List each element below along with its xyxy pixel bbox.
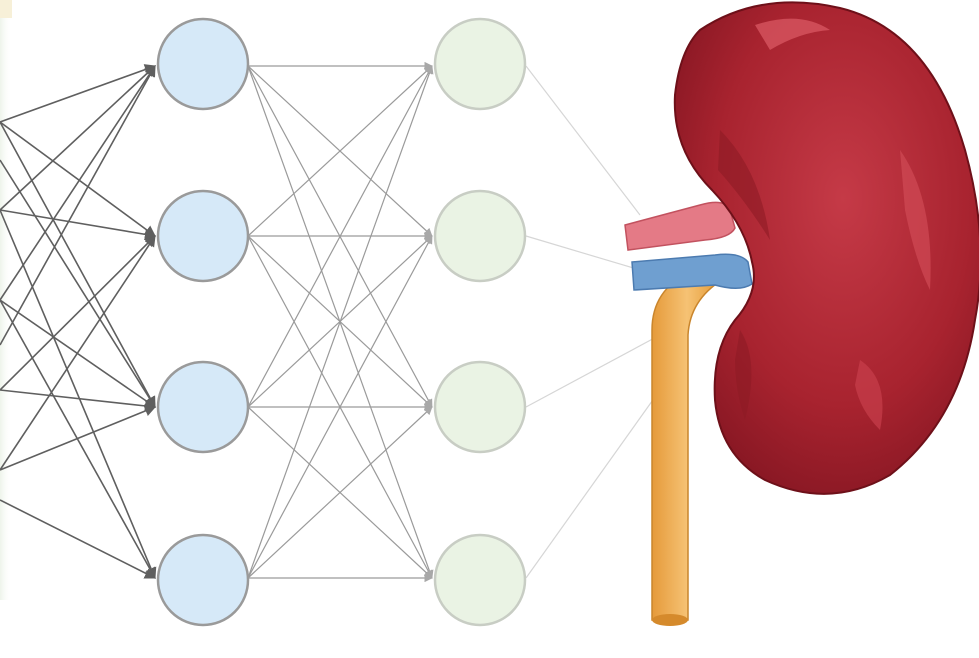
edge: [0, 236, 155, 390]
edge: [0, 407, 155, 470]
ureter-end: [652, 614, 688, 626]
edge: [0, 210, 155, 236]
edge: [0, 66, 155, 210]
vein: [632, 254, 752, 290]
kidney-icon: [625, 2, 979, 626]
output-edges: [526, 66, 660, 578]
hidden-layer: [158, 19, 248, 625]
edge: [0, 66, 155, 122]
output-node: [435, 19, 525, 109]
edge: [0, 160, 155, 407]
hidden-node: [158, 362, 248, 452]
hidden-node: [158, 535, 248, 625]
kidney-body: [675, 2, 979, 493]
output-node: [435, 362, 525, 452]
edge: [526, 390, 660, 578]
edge: [526, 66, 640, 215]
ureter: [652, 262, 722, 620]
output-node: [435, 535, 525, 625]
hidden-node: [158, 191, 248, 281]
edge: [526, 335, 660, 407]
output-layer: [435, 19, 525, 625]
hidden-node: [158, 19, 248, 109]
left-edge-strip: [0, 0, 12, 600]
left-edge-tab: [0, 0, 12, 18]
input-edges: [0, 66, 155, 578]
edge: [0, 66, 155, 345]
artery: [625, 202, 735, 250]
edge: [526, 236, 640, 270]
output-node: [435, 191, 525, 281]
hidden-edges: [248, 66, 432, 578]
edge: [0, 500, 155, 578]
edge: [0, 236, 155, 470]
edge: [0, 122, 155, 236]
